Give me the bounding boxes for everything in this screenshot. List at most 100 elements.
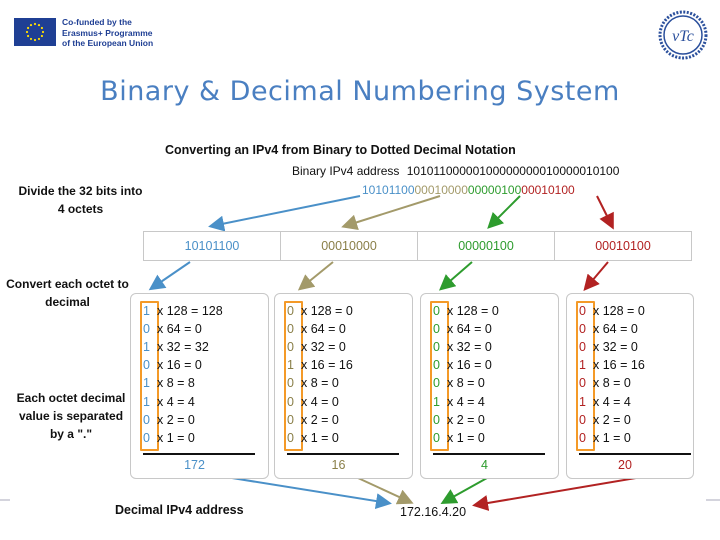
decimal-address-value: 172.16.4.20 bbox=[400, 505, 467, 519]
bit-value: 0 bbox=[143, 412, 150, 427]
bit-value: 0 bbox=[579, 340, 586, 355]
conversion-row: 0 x 128 = 0 bbox=[433, 302, 499, 321]
sum-divider bbox=[143, 453, 255, 455]
bit-value: 0 bbox=[143, 358, 150, 373]
bit-product: x 1 = 0 bbox=[447, 430, 485, 445]
conversion-row: 0 x 2 = 0 bbox=[143, 411, 195, 430]
bit-product: x 64 = 0 bbox=[447, 322, 492, 337]
page-title: Binary & Decimal Numbering System bbox=[100, 76, 620, 107]
bit-product: x 1 = 0 bbox=[301, 430, 339, 445]
bit-value: 0 bbox=[287, 304, 294, 318]
conversion-row: 0 x 8 = 0 bbox=[433, 374, 485, 393]
binary-segments: 10101100000100000000010000010100 bbox=[362, 183, 575, 197]
bit-value: 0 bbox=[579, 322, 586, 337]
octet-sum-3: 4 bbox=[481, 458, 488, 472]
logo-text: vTc bbox=[672, 28, 694, 45]
conversion-row: 0 x 128 = 0 bbox=[287, 302, 353, 321]
bit-product: x 16 = 0 bbox=[157, 358, 202, 373]
bit-highlight bbox=[284, 301, 303, 451]
arrow-octet1-box bbox=[148, 261, 191, 291]
bit-product: x 8 = 0 bbox=[447, 376, 485, 391]
bit-highlight bbox=[140, 301, 159, 451]
bit-value: 0 bbox=[433, 340, 440, 355]
bit-value: 1 bbox=[579, 394, 586, 409]
bit-value: 0 bbox=[433, 376, 440, 391]
conversion-row: 0 x 8 = 0 bbox=[579, 374, 631, 393]
bit-value: 0 bbox=[579, 412, 586, 427]
bit-product: x 64 = 0 bbox=[301, 322, 346, 337]
bit-product: x 128 = 0 bbox=[301, 304, 353, 318]
bit-value: 1 bbox=[143, 394, 150, 409]
bit-product: x 4 = 4 bbox=[593, 394, 631, 409]
bit-value: 0 bbox=[433, 430, 440, 445]
arrow-octet3-box bbox=[438, 261, 473, 291]
bit-product: x 16 = 16 bbox=[301, 358, 353, 373]
arrow-sum2 bbox=[357, 477, 414, 505]
eu-flag-icon bbox=[14, 18, 56, 46]
arrow-octet3-down bbox=[487, 195, 521, 229]
bit-product: x 2 = 0 bbox=[157, 412, 195, 427]
arrow-sum4 bbox=[472, 477, 637, 511]
decimal-address-label: Decimal IPv4 address bbox=[115, 503, 244, 517]
binary-address-label: Binary IPv4 address bbox=[292, 164, 400, 178]
sum-divider bbox=[433, 453, 545, 455]
arrow-octet2-box bbox=[297, 261, 334, 291]
bit-value: 1 bbox=[143, 376, 150, 391]
bit-value: 0 bbox=[433, 358, 440, 373]
bit-value: 1 bbox=[287, 358, 294, 373]
bit-value: 0 bbox=[579, 376, 586, 391]
bit-value: 0 bbox=[433, 304, 440, 318]
eu-line: of the European Union bbox=[62, 38, 154, 48]
arrow-octet2-down bbox=[341, 195, 441, 231]
bit-value: 1 bbox=[143, 304, 150, 318]
bit-product: x 8 = 0 bbox=[593, 376, 631, 391]
bit-product: x 32 = 0 bbox=[301, 340, 346, 355]
bit-product: x 2 = 0 bbox=[593, 412, 631, 427]
bit-value: 0 bbox=[287, 412, 294, 427]
conversion-row: 1 x 4 = 4 bbox=[579, 393, 631, 412]
conversion-row: 0 x 16 = 0 bbox=[143, 356, 202, 375]
bit-value: 0 bbox=[143, 322, 150, 337]
bit-product: x 1 = 0 bbox=[593, 430, 631, 445]
side-label-convert: Convert each octet to decimal bbox=[6, 277, 129, 309]
conversion-row: 1 x 16 = 16 bbox=[287, 356, 353, 375]
segment-1: 10101100 bbox=[362, 183, 415, 197]
bit-product: x 16 = 16 bbox=[593, 358, 645, 373]
diagram-heading: Converting an IPv4 from Binary to Dotted… bbox=[165, 143, 516, 157]
octet-sum-1: 172 bbox=[184, 458, 205, 472]
sum-divider bbox=[287, 453, 399, 455]
octet-cell-1: 10101100 bbox=[144, 232, 281, 260]
bit-product: x 32 = 0 bbox=[593, 340, 638, 355]
bit-value: 0 bbox=[287, 376, 294, 391]
segment-4: 00010100 bbox=[521, 183, 575, 197]
bit-product: x 32 = 32 bbox=[157, 340, 209, 355]
bit-value: 0 bbox=[433, 412, 440, 427]
octet-cell-2: 00010000 bbox=[281, 232, 418, 260]
eu-line: Erasmus+ Programme bbox=[62, 27, 153, 38]
binary-address-value: 10101100000100000000010000010100 bbox=[406, 164, 620, 178]
octet-sum-2: 16 bbox=[331, 458, 346, 472]
arrow-sum1 bbox=[231, 477, 392, 510]
eu-funding-text: Co-funded by the Erasmus+ Programme of t… bbox=[62, 17, 153, 49]
bit-product: x 8 = 0 bbox=[301, 376, 339, 391]
conversion-row: 0 x 8 = 0 bbox=[287, 374, 339, 393]
bit-highlight bbox=[576, 301, 595, 451]
side-label-divide: Divide the 32 bits into 4 octets bbox=[18, 184, 143, 216]
bit-product: x 128 = 0 bbox=[447, 304, 499, 318]
eu-line: Co-funded by the bbox=[62, 17, 132, 27]
octet-cell-3: 00000100 bbox=[418, 232, 555, 260]
